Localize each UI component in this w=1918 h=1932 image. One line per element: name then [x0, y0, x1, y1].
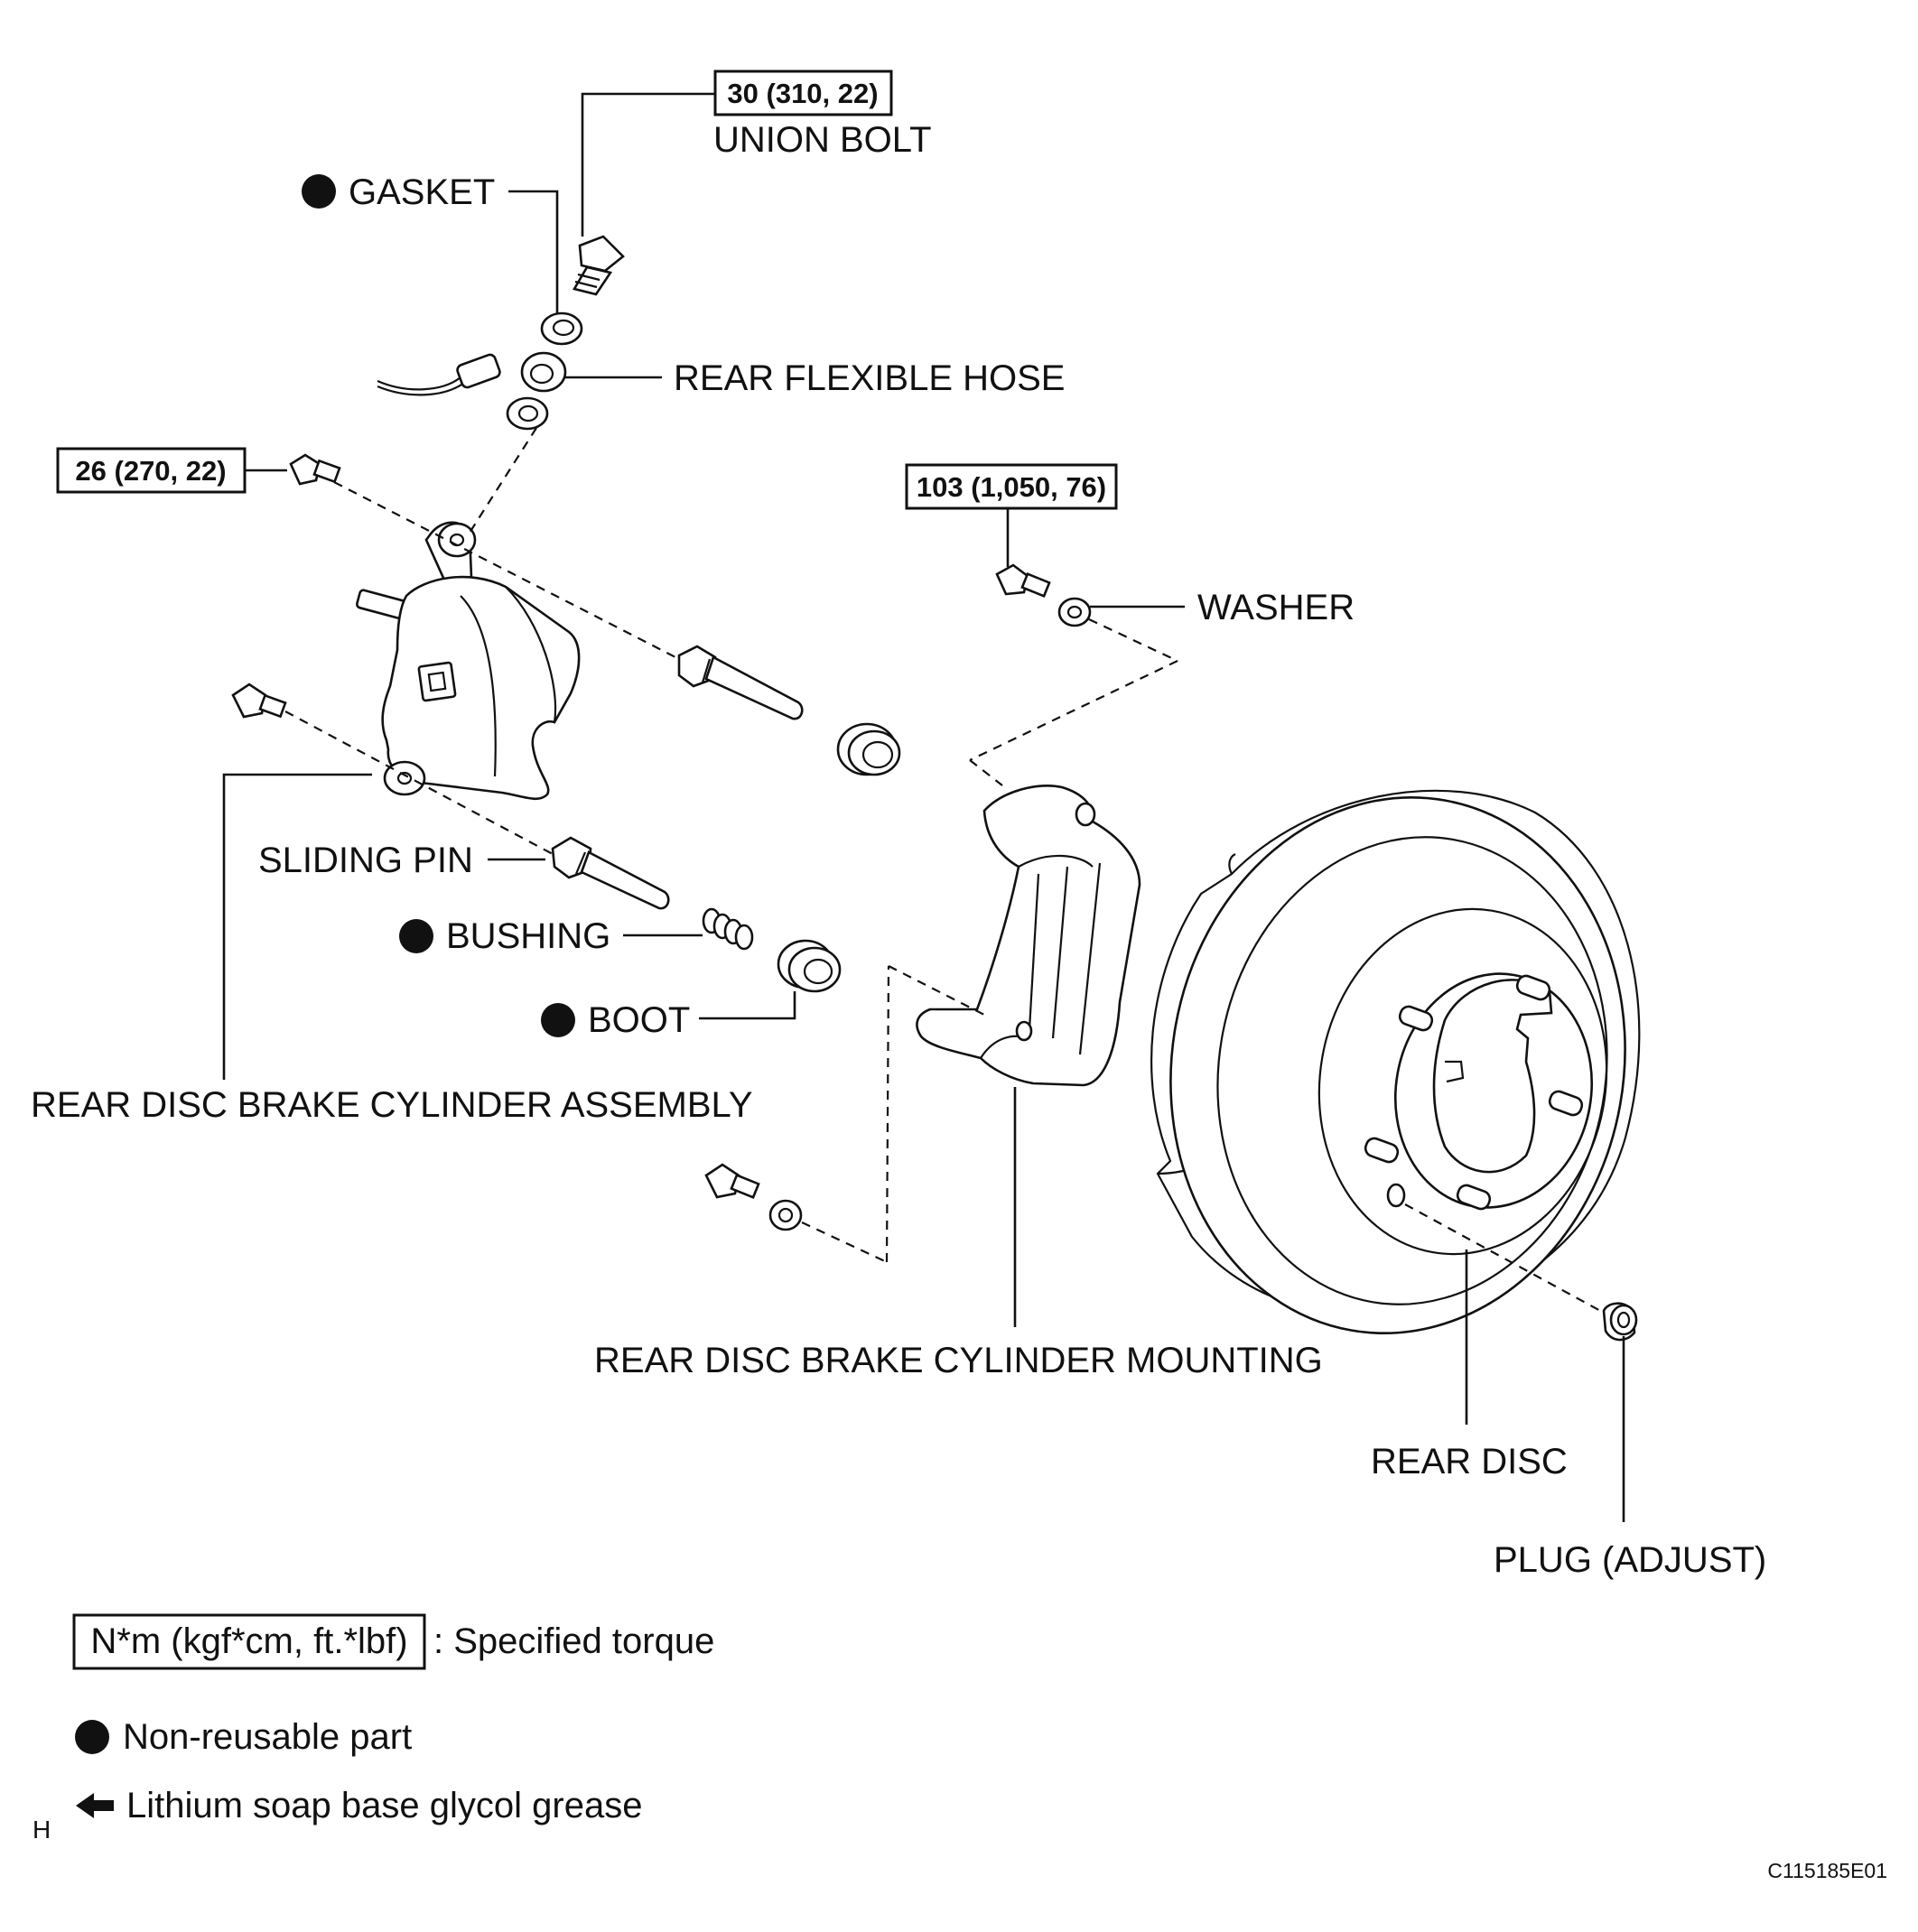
union-bolt-part: [573, 235, 625, 296]
rear-flexible-hose-callout: REAR FLEXIBLE HOSE: [565, 358, 1065, 398]
upper-sliding-pin-part: [677, 645, 804, 720]
grease-arrow-icon: [76, 1793, 114, 1818]
sliding-pin-callout: SLIDING PIN: [258, 841, 545, 880]
bleeder-torque-box: [56, 447, 247, 494]
bushing-label: BUSHING: [446, 916, 610, 956]
figure-id: C115185E01: [1767, 1859, 1887, 1882]
grease-legend: Lithium soap base glycol grease: [126, 1786, 642, 1825]
union-bolt-label: UNION BOLT: [713, 120, 932, 160]
union-bolt-callout: 30 (310, 22) UNION BOLT: [581, 70, 932, 237]
rear-disc-callout: REAR DISC: [1371, 1249, 1568, 1482]
bleeder-bolt-part: [289, 453, 341, 486]
washer-part: [1057, 597, 1092, 627]
lower-caliper-bolt-part: [231, 683, 287, 719]
boot-part: [777, 939, 842, 993]
rear-flexible-hose-label: REAR FLEXIBLE HOSE: [674, 358, 1065, 398]
non-reusable-marker-icon: [399, 919, 433, 953]
non-reusable-marker-icon: [302, 174, 336, 209]
gasket-label: GASKET: [349, 172, 495, 212]
bleeder-torque-callout: 26 (270, 22): [56, 447, 287, 494]
boot-callout: BOOT: [541, 991, 796, 1040]
rear-disc-brake-cylinder-assembly-label: REAR DISC BRAKE CYLINDER ASSEMBLY: [31, 1085, 753, 1125]
rear-disc-brake-cylinder-assembly-part: [355, 521, 581, 801]
non-reusable-marker-icon: [541, 1003, 575, 1037]
plug-adjust-callout: PLUG (ADJUST): [1494, 1336, 1766, 1580]
lower-mounting-bolt-part: [704, 1163, 760, 1199]
mounting-bolt-torque: 103 (1,050, 76): [917, 471, 1106, 503]
rear-disc-brake-cylinder-assembly-callout: REAR DISC BRAKE CYLINDER ASSEMBLY: [31, 773, 753, 1125]
rear-disc-part: [1150, 789, 1641, 1334]
torque-unit-legend: N*m (kgf*cm, ft.*lbf): [90, 1621, 407, 1661]
non-reusable-legend: Non-reusable part: [123, 1717, 412, 1757]
lower-washer-part: [768, 1199, 803, 1231]
upper-boot-part: [836, 722, 901, 776]
rear-disc-brake-cylinder-mounting-part: [916, 784, 1141, 1087]
plug-adjust-label: PLUG (ADJUST): [1494, 1540, 1766, 1580]
wheel-stud-holes: [1364, 974, 1584, 1211]
mounting-bolt-torque-box: [905, 463, 1118, 510]
mounting-bolt-part: [995, 563, 1051, 598]
washer-callout: WASHER: [1090, 588, 1355, 627]
rear-disc-brake-cylinder-mounting-callout: REAR DISC BRAKE CYLINDER MOUNTING: [594, 1087, 1323, 1380]
rear-disc-brake-cylinder-mounting-label: REAR DISC BRAKE CYLINDER MOUNTING: [594, 1341, 1323, 1380]
gasket-callout: GASKET: [302, 172, 559, 314]
lower-sliding-pin-part: [551, 836, 670, 910]
sliding-pin-label: SLIDING PIN: [258, 841, 473, 880]
gasket-part: [540, 311, 583, 346]
legend: N*m (kgf*cm, ft.*lbf) : Specified torque…: [72, 1613, 714, 1825]
mounting-bolt-torque-callout: 103 (1,050, 76): [905, 463, 1118, 567]
rear-disc-label: REAR DISC: [1371, 1442, 1568, 1482]
bushing-callout: BUSHING: [399, 916, 703, 956]
rear-flexible-hose-part: [377, 351, 567, 431]
plug-adjust-part: [1602, 1302, 1638, 1342]
torque-legend-box: [72, 1613, 426, 1670]
assembly-leader-lines: [284, 427, 1605, 1314]
footer-left-mark: H: [33, 1816, 51, 1844]
bushing-part: [702, 907, 754, 951]
torque-legend-desc: : Specified torque: [433, 1621, 714, 1661]
boot-label: BOOT: [588, 1000, 690, 1040]
bleeder-torque: 26 (270, 22): [75, 455, 226, 487]
non-reusable-legend-icon: [75, 1720, 109, 1754]
union-bolt-torque: 30 (310, 22): [727, 78, 878, 109]
washer-label: WASHER: [1197, 588, 1355, 627]
